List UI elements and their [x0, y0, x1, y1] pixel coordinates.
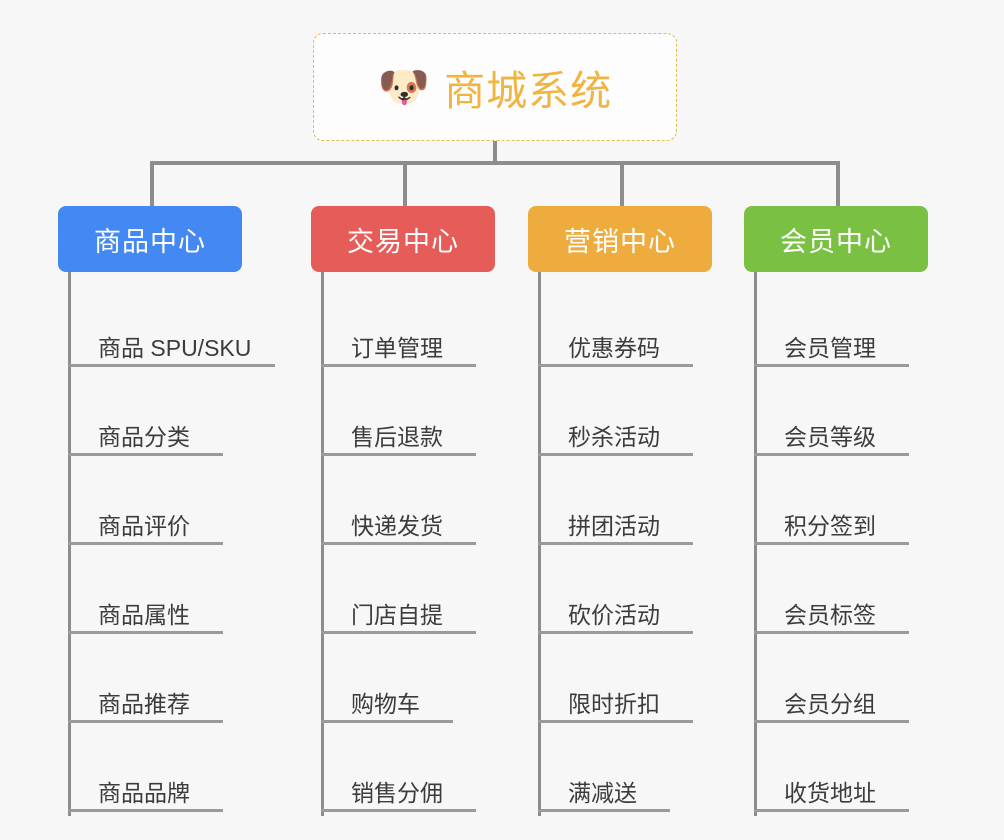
leaf-underline [538, 542, 693, 545]
leaf-label: 商品 SPU/SKU [98, 334, 252, 361]
leaf-label: 会员分组 [784, 690, 876, 717]
leaf-list-marketing-center: 优惠券码 秒杀活动 拼团活动 砍价活动 限时折扣 满减送 [528, 272, 758, 816]
leaf-underline [754, 542, 909, 545]
leaf-underline [754, 809, 909, 812]
category-label: 会员中心 [780, 226, 892, 257]
leaf-item[interactable]: 商品品牌 [58, 723, 298, 812]
leaf-underline [68, 720, 223, 723]
leaf-label: 会员等级 [784, 423, 876, 450]
leaf-item[interactable]: 优惠券码 [528, 278, 758, 367]
leaf-list-member-center: 会员管理 会员等级 积分签到 会员标签 会员分组 收货地址 [744, 272, 974, 816]
leaf-underline [754, 364, 909, 367]
leaf-item[interactable]: 商品分类 [58, 367, 298, 456]
category-label: 交易中心 [347, 226, 459, 257]
leaf-underline [321, 720, 453, 723]
connector-root-stem [493, 141, 497, 163]
leaf-label: 拼团活动 [568, 512, 660, 539]
leaf-underline [538, 720, 693, 723]
leaf-label: 商品评价 [98, 512, 190, 539]
leaf-underline [538, 453, 693, 456]
leaf-underline [754, 631, 909, 634]
branch-product-center: 商品中心 商品 SPU/SKU 商品分类 商品评价 商品属性 商品推荐 [58, 206, 298, 816]
leaf-item[interactable]: 收货地址 [744, 723, 974, 812]
leaf-underline [321, 453, 476, 456]
leaf-item[interactable]: 快递发货 [311, 456, 551, 545]
leaf-underline [321, 542, 476, 545]
leaf-label: 门店自提 [351, 601, 443, 628]
connector-drop-product-center [150, 161, 154, 208]
leaf-item[interactable]: 购物车 [311, 634, 551, 723]
leaf-label: 收货地址 [784, 779, 876, 806]
branch-trade-center: 交易中心 订单管理 售后退款 快递发货 门店自提 购物车 [311, 206, 551, 816]
root-node[interactable]: 🐶 商城系统 [313, 33, 677, 141]
leaf-label: 订单管理 [351, 334, 443, 361]
leaf-item[interactable]: 拼团活动 [528, 456, 758, 545]
leaf-list-trade-center: 订单管理 售后退款 快递发货 门店自提 购物车 销售分佣 [311, 272, 551, 816]
leaf-item[interactable]: 商品 SPU/SKU [58, 278, 298, 367]
leaf-item[interactable]: 门店自提 [311, 545, 551, 634]
root-title: 商城系统 [444, 68, 613, 114]
leaf-underline [321, 809, 476, 812]
leaf-underline [321, 631, 476, 634]
connector-horizontal-bus [150, 161, 840, 165]
leaf-underline [68, 809, 223, 812]
leaf-list-product-center: 商品 SPU/SKU 商品分类 商品评价 商品属性 商品推荐 商品品牌 [58, 272, 298, 816]
leaf-underline [68, 542, 223, 545]
leaf-label: 售后退款 [351, 423, 443, 450]
leaf-label: 销售分佣 [351, 779, 443, 806]
category-header-marketing-center[interactable]: 营销中心 [528, 206, 712, 272]
leaf-label: 会员标签 [784, 601, 876, 628]
leaf-label: 快递发货 [351, 512, 443, 539]
leaf-label: 购物车 [351, 690, 420, 717]
shiba-dog-face-icon: 🐶 [377, 63, 431, 110]
leaf-item[interactable]: 砍价活动 [528, 545, 758, 634]
connector-drop-marketing-center [620, 161, 624, 208]
leaf-underline [68, 364, 275, 367]
leaf-item[interactable]: 积分签到 [744, 456, 974, 545]
category-label: 商品中心 [94, 226, 206, 257]
leaf-underline [68, 631, 223, 634]
connector-drop-trade-center [403, 161, 407, 208]
leaf-item[interactable]: 会员等级 [744, 367, 974, 456]
category-header-trade-center[interactable]: 交易中心 [311, 206, 495, 272]
leaf-label: 商品分类 [98, 423, 190, 450]
leaf-underline [68, 453, 223, 456]
leaf-label: 优惠券码 [568, 334, 660, 361]
branch-marketing-center: 营销中心 优惠券码 秒杀活动 拼团活动 砍价活动 限时折扣 [528, 206, 758, 816]
leaf-underline [538, 631, 693, 634]
leaf-item[interactable]: 会员管理 [744, 278, 974, 367]
leaf-underline [754, 453, 909, 456]
leaf-item[interactable]: 商品评价 [58, 456, 298, 545]
leaf-item[interactable]: 销售分佣 [311, 723, 551, 812]
leaf-label: 商品推荐 [98, 690, 190, 717]
category-header-member-center[interactable]: 会员中心 [744, 206, 928, 272]
leaf-item[interactable]: 商品推荐 [58, 634, 298, 723]
leaf-item[interactable]: 售后退款 [311, 367, 551, 456]
connector-drop-member-center [836, 161, 840, 208]
leaf-item[interactable]: 商品属性 [58, 545, 298, 634]
leaf-underline [321, 364, 476, 367]
leaf-label: 积分签到 [784, 512, 876, 539]
leaf-label: 限时折扣 [568, 690, 660, 717]
leaf-label: 商品属性 [98, 601, 190, 628]
leaf-label: 砍价活动 [568, 601, 660, 628]
leaf-underline [754, 720, 909, 723]
category-label: 营销中心 [564, 226, 676, 257]
category-header-product-center[interactable]: 商品中心 [58, 206, 242, 272]
leaf-label: 商品品牌 [98, 779, 190, 806]
leaf-underline [538, 809, 670, 812]
leaf-item[interactable]: 秒杀活动 [528, 367, 758, 456]
leaf-item[interactable]: 限时折扣 [528, 634, 758, 723]
leaf-label: 会员管理 [784, 334, 876, 361]
branch-member-center: 会员中心 会员管理 会员等级 积分签到 会员标签 会员分组 [744, 206, 974, 816]
leaf-item[interactable]: 订单管理 [311, 278, 551, 367]
leaf-item[interactable]: 会员标签 [744, 545, 974, 634]
leaf-item[interactable]: 满减送 [528, 723, 758, 812]
leaf-item[interactable]: 会员分组 [744, 634, 974, 723]
leaf-label: 秒杀活动 [568, 423, 660, 450]
leaf-label: 满减送 [568, 779, 637, 806]
leaf-underline [538, 364, 693, 367]
